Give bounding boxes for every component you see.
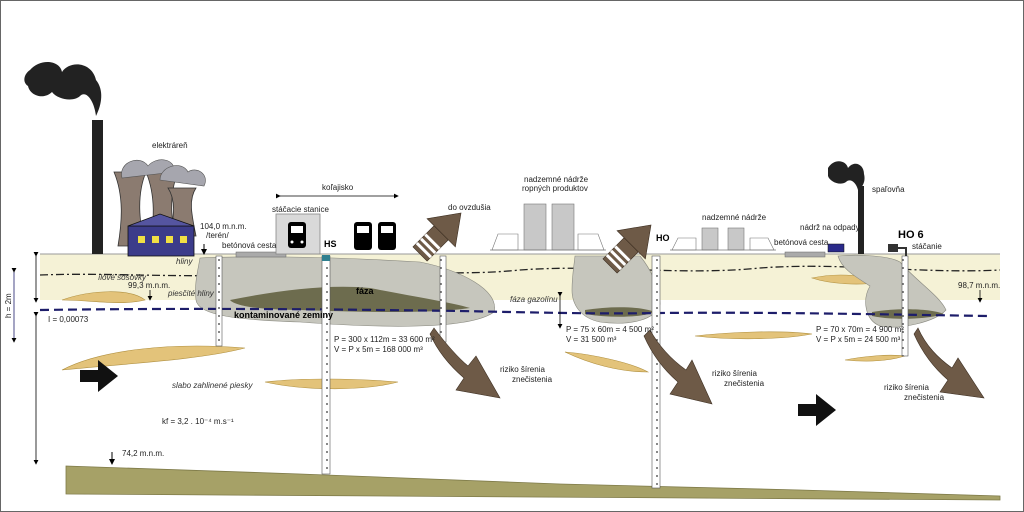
monitoring-well bbox=[215, 255, 223, 347]
terrain-label: /terén/ bbox=[206, 231, 229, 240]
incinerator-icon bbox=[828, 161, 907, 256]
gradient-label: I = 0,00073 bbox=[48, 315, 89, 324]
ho-area-formula: P = 75 x 60m = 4 500 m² bbox=[566, 325, 654, 334]
bottom-layer bbox=[65, 465, 1001, 501]
concrete-road-right bbox=[784, 251, 826, 258]
clay-lens bbox=[694, 331, 813, 340]
elevation-left-label: 99,3 m.n.m. bbox=[128, 281, 170, 290]
phase-label: fáza bbox=[356, 286, 375, 296]
ho6-label: HO 6 bbox=[898, 229, 924, 241]
clay-lens bbox=[844, 354, 906, 362]
monitoring-well-ho bbox=[651, 255, 661, 489]
power-plant-label: elektráreň bbox=[152, 141, 188, 150]
sandy-clays-label: piesčité hliny bbox=[167, 289, 215, 298]
groundwater-flow-arrow bbox=[80, 360, 118, 392]
hs-volume-formula: V = P x 5m = 168 000 m³ bbox=[334, 345, 423, 354]
clay-lens bbox=[61, 291, 146, 303]
monitoring-well-ho6 bbox=[901, 255, 909, 357]
concrete-road-left bbox=[235, 251, 287, 258]
clays-label: hliny bbox=[176, 257, 193, 266]
risk-spread-2-line2: znečistenia bbox=[724, 379, 765, 388]
risk-spread-arrow-2 bbox=[643, 329, 713, 405]
clay-lens bbox=[61, 345, 246, 371]
hs-area-formula: P = 300 x 112m = 33 600 m² bbox=[334, 335, 435, 344]
to-air-arrow-hs bbox=[412, 212, 462, 262]
ho-label: HO bbox=[656, 233, 670, 243]
risk-spread-3-line2: znečistenia bbox=[904, 393, 945, 402]
h-dimension-label: h = 2m bbox=[4, 293, 13, 318]
clay-lens bbox=[564, 351, 650, 373]
to-air-label: do ovzdušia bbox=[448, 203, 491, 212]
oil-tanks-label-line1: nadzemné nádrže bbox=[524, 175, 589, 184]
elevation-right-label: 98,7 m.n.m. bbox=[958, 281, 1000, 290]
groundwater-flow-arrow bbox=[798, 394, 836, 426]
brown-arrows bbox=[412, 212, 985, 405]
contaminated-soil-label: kontaminované zeminy bbox=[234, 310, 333, 320]
train-icon bbox=[354, 222, 396, 250]
to-air-arrow-ho bbox=[602, 224, 652, 274]
gasoline-phase-label: fáza gazolínu bbox=[510, 295, 558, 304]
hydraulic-conductivity-label: kf = 3,2 . 10⁻⁴ m.s⁻¹ bbox=[162, 417, 234, 426]
oil-tanks-icon bbox=[490, 203, 606, 251]
above-ground-tanks-icon bbox=[670, 227, 776, 251]
loading-station-icon bbox=[275, 213, 321, 255]
loading-station-label: stáčacie stanice bbox=[272, 205, 329, 214]
clay-lens bbox=[264, 378, 399, 390]
water-table-line bbox=[39, 307, 989, 318]
oil-tanks-label-line2: ropných produktov bbox=[522, 184, 588, 193]
ho6-volume-formula: V = P x 5m = 24 500 m³ bbox=[816, 335, 901, 344]
above-ground-tanks-label: nadzemné nádrže bbox=[702, 213, 767, 222]
risk-spread-3-line1: riziko šírenia bbox=[884, 383, 929, 392]
bottom-elevation-label: 74,2 m.n.m. bbox=[122, 449, 164, 458]
rail-yard-label: koľajisko bbox=[322, 183, 354, 192]
ho6-area-formula: P = 70 x 70m = 4 900 m² bbox=[816, 325, 904, 334]
hs-label: HS bbox=[324, 239, 337, 249]
risk-spread-arrow-3 bbox=[913, 327, 985, 399]
well-cap-icon bbox=[322, 255, 330, 261]
risk-spread-1-line1: riziko šírenia bbox=[500, 365, 545, 374]
ho6-contamination-plume bbox=[837, 254, 947, 328]
risk-spread-arrow-1 bbox=[429, 327, 501, 399]
monitoring-well-hs bbox=[321, 255, 331, 475]
elevation-terrain-label: 104,0 m.n.m. bbox=[200, 222, 247, 231]
concrete-road-right-label: betónová cesta bbox=[774, 238, 829, 247]
waste-tank-icon bbox=[827, 243, 845, 253]
ho-volume-formula: V = 31 500 m³ bbox=[566, 335, 617, 344]
filling-label: stáčanie bbox=[912, 242, 942, 251]
silty-lenses-label: ílové šošovky bbox=[98, 273, 147, 282]
hs-free-phase bbox=[230, 286, 470, 312]
concrete-road-left-label: betónová cesta bbox=[222, 241, 277, 250]
risk-spread-2-line1: riziko šírenia bbox=[712, 369, 757, 378]
power-plant-icon bbox=[24, 61, 206, 257]
weakly-clayey-sands-label: slabo zahlinené piesky bbox=[172, 381, 253, 390]
risk-spread-1-line2: znečistenia bbox=[512, 375, 553, 384]
monitoring-well bbox=[439, 255, 447, 343]
incinerator-label: spaľovňa bbox=[872, 185, 905, 194]
waste-tank-label: nádrž na odpady bbox=[800, 223, 860, 232]
